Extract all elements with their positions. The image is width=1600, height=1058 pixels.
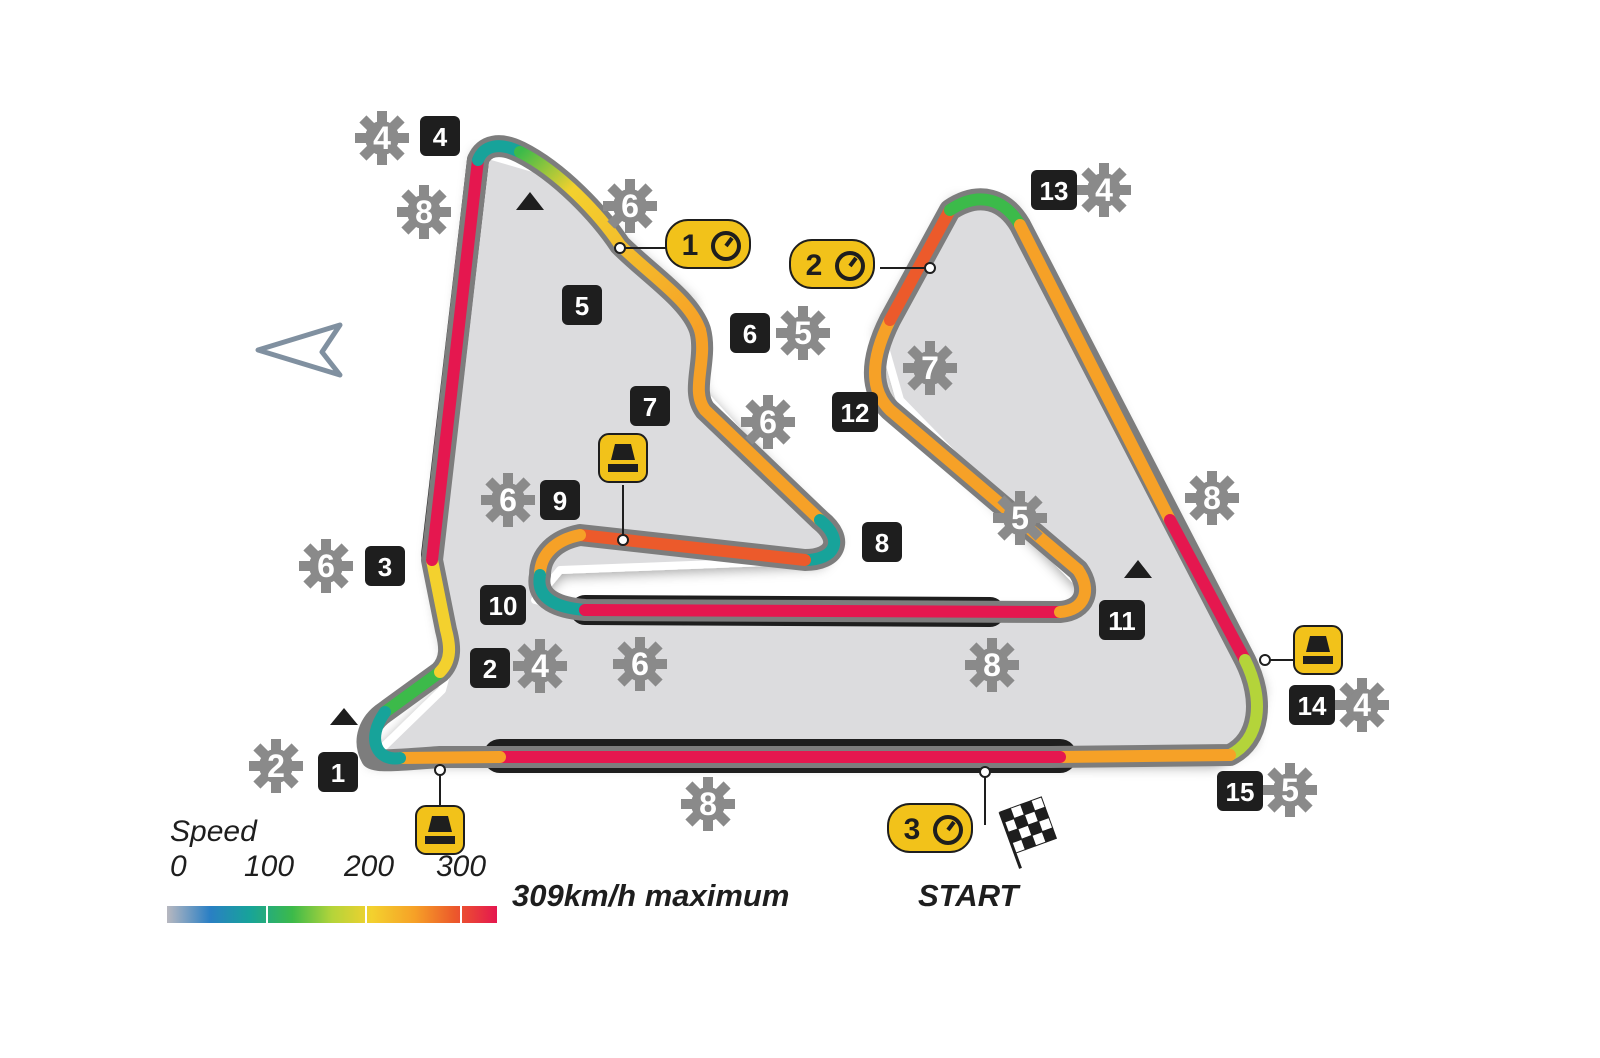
drs-marker-icon	[516, 192, 544, 210]
sector-number: 2	[806, 249, 823, 282]
corner-number-badge: 8	[862, 522, 902, 562]
corner-number-badge: 2	[470, 648, 510, 688]
corner-number: 12	[841, 398, 870, 428]
gear-number: 7	[921, 350, 939, 386]
gear-icon: 4	[513, 639, 567, 693]
corner-number-badge: 1	[318, 752, 358, 792]
corner-number-badge: 6	[730, 313, 770, 353]
sector-timing-badge: 1	[665, 219, 751, 269]
drs-marker-icon	[1124, 560, 1152, 578]
chequered-flag-icon	[998, 796, 1058, 869]
legend-title: Speed	[170, 815, 257, 848]
scale-divider	[460, 906, 462, 923]
gear-number: 6	[631, 646, 649, 682]
corner-number: 10	[489, 591, 518, 621]
corner-number-badge: 15	[1217, 771, 1263, 811]
corner-number-badge: 3	[365, 546, 405, 586]
speed-colour-scale	[167, 906, 497, 923]
gear-icon: 6	[603, 179, 657, 233]
gear-number: 8	[1203, 480, 1221, 516]
sector-number: 1	[682, 229, 699, 262]
gear-number: 8	[415, 194, 433, 230]
speed-trap-icon	[1293, 625, 1343, 675]
gear-number: 6	[499, 482, 517, 518]
gear-icon: 8	[681, 777, 735, 831]
legend-tick-300: 300	[436, 850, 487, 883]
start-label: START	[918, 878, 1019, 913]
corner-number: 15	[1226, 777, 1255, 807]
corner-number: 1	[331, 758, 345, 788]
gear-icon: 4	[1077, 163, 1131, 217]
direction-arrow-icon	[255, 322, 343, 378]
scale-divider	[365, 906, 367, 923]
sector-timing-badge: 2	[789, 239, 875, 289]
gear-icon: 5	[1263, 763, 1317, 817]
speed-trap-icon	[598, 433, 648, 483]
gear-icon: 4	[355, 111, 409, 165]
gear-number: 8	[699, 786, 717, 822]
corner-number-badge: 4	[420, 116, 460, 156]
corner-number-badge: 11	[1099, 600, 1145, 640]
scale-divider	[266, 906, 268, 923]
gear-icon: 8	[965, 638, 1019, 692]
gear-icon: 2	[249, 739, 303, 793]
corner-number: 5	[575, 291, 589, 321]
sector-timing-badge: 3	[887, 803, 973, 853]
stopwatch-icon	[835, 251, 865, 281]
gear-number: 5	[1281, 772, 1299, 808]
gear-icon: 6	[299, 539, 353, 593]
sector-number: 3	[904, 813, 921, 846]
corner-number: 14	[1298, 691, 1327, 721]
corner-number-badge: 13	[1031, 170, 1077, 210]
gear-icon: 8	[1185, 471, 1239, 525]
corner-number: 9	[553, 486, 567, 516]
corner-number: 6	[743, 319, 757, 349]
gear-icon: 6	[741, 395, 795, 449]
gear-number: 4	[531, 648, 549, 684]
corner-number-badge: 9	[540, 480, 580, 520]
corner-number: 4	[433, 122, 448, 152]
gear-number: 6	[317, 548, 335, 584]
gear-icon: 6	[613, 637, 667, 691]
speed-trap-icon	[415, 805, 465, 855]
corner-number: 2	[483, 654, 497, 684]
corner-number: 13	[1040, 176, 1069, 206]
legend-tick-100: 100	[244, 850, 295, 883]
corner-number-badge: 5	[562, 285, 602, 325]
gear-number: 2	[267, 748, 285, 784]
legend-maximum-speed: 309km/h maximum	[512, 878, 790, 913]
corner-number: 8	[875, 528, 889, 558]
gear-icon: 8	[397, 185, 451, 239]
corner-number-badge: 12	[832, 392, 878, 432]
gear-icon: 6	[481, 473, 535, 527]
legend-tick-0: 0	[170, 850, 187, 883]
gear-icon: 5	[776, 306, 830, 360]
gear-number: 4	[1095, 172, 1113, 208]
legend-tick-200: 200	[344, 850, 395, 883]
gear-number: 6	[759, 404, 777, 440]
corner-number: 7	[643, 392, 657, 422]
gear-number: 6	[621, 188, 639, 224]
gear-icon: 5	[993, 491, 1047, 545]
corner-number: 11	[1108, 606, 1136, 636]
gear-number: 5	[794, 315, 812, 351]
drs-marker-icon	[330, 708, 358, 725]
stopwatch-icon	[933, 815, 963, 845]
gear-number: 5	[1011, 500, 1029, 536]
corner-number-badge: 10	[480, 585, 526, 625]
gear-number: 4	[1353, 687, 1371, 723]
corner-number-badge: 14	[1289, 685, 1335, 725]
corner-number: 3	[378, 552, 392, 582]
gear-icon: 7	[903, 341, 957, 395]
stopwatch-icon	[711, 231, 741, 261]
corner-number-badge: 7	[630, 386, 670, 426]
gear-icon: 4	[1335, 678, 1389, 732]
gear-number: 8	[983, 647, 1001, 683]
gear-number: 4	[373, 120, 391, 156]
